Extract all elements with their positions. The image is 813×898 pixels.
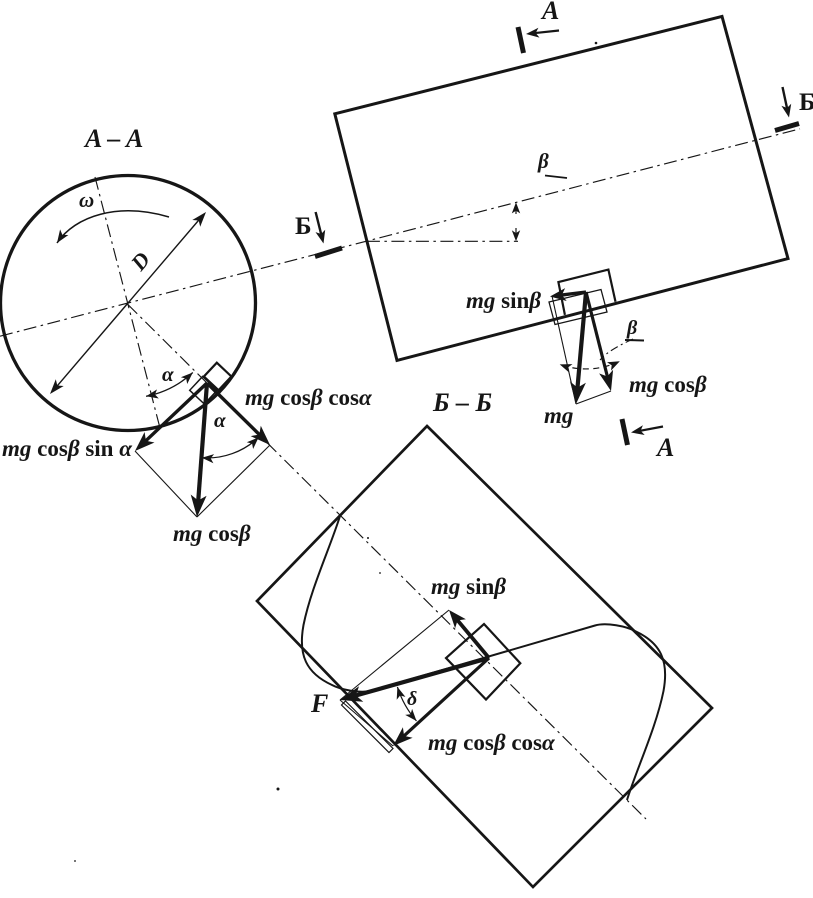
svg-text:mg cosβ cosα: mg cosβ cosα <box>428 730 556 755</box>
svg-text:ω: ω <box>79 188 94 212</box>
svg-text:Б – Б: Б – Б <box>432 388 492 417</box>
svg-text:δ: δ <box>407 688 417 710</box>
svg-text:mg cosβ: mg cosβ <box>173 521 251 546</box>
svg-text:β: β <box>626 317 638 339</box>
svg-text:mg sinβ: mg sinβ <box>431 574 506 599</box>
svg-text:mg cosβ sin α: mg cosβ sin α <box>2 436 133 461</box>
svg-text:α: α <box>162 362 174 386</box>
svg-text:mg cosβ: mg cosβ <box>629 372 707 397</box>
svg-text:β: β <box>537 149 549 173</box>
svg-text:mg sinβ: mg sinβ <box>466 288 541 313</box>
svg-text:mg cosβ cosα: mg cosβ cosα <box>245 385 373 410</box>
svg-text:A: A <box>655 433 674 462</box>
svg-text:A: A <box>540 0 559 25</box>
svg-text:Б: Б <box>295 213 312 240</box>
svg-text:α: α <box>214 408 226 432</box>
svg-text:F: F <box>310 689 328 718</box>
svg-text:Б: Б <box>799 89 813 116</box>
svg-text:A – A: A – A <box>83 124 143 153</box>
svg-text:mg: mg <box>544 403 573 428</box>
